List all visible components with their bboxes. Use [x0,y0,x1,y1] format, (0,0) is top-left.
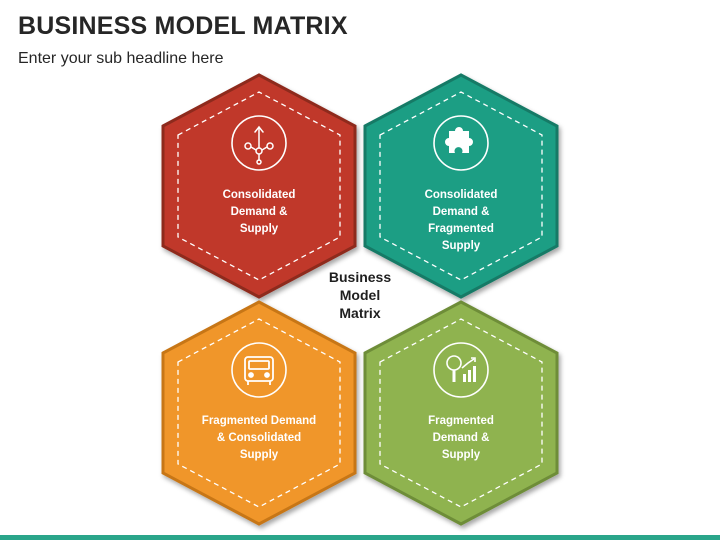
hexagon-shape [363,73,559,299]
hexagon-top-right [363,73,559,299]
center-label-line: Business [328,269,392,285]
center-label: Business Model Matrix [310,268,410,322]
hexagon-top-right-label: Consolidated Demand & Fragmented Supply [401,187,521,255]
bottom-accent-bar [0,535,720,540]
icon-circle [433,342,489,398]
hexagon-bottom-left-label: Fragmented Demand & Consolidated Supply [194,413,324,464]
label-line: & Consolidated [216,432,302,444]
hexagon-top-left [161,73,357,299]
label-line: Demand & [432,206,490,218]
page-subtitle: Enter your sub headline here [18,50,224,67]
label-line: Supply [441,449,481,461]
hexagon-bottom-left [161,300,357,526]
hexagon-bottom-right-label: Fragmented Demand & Supply [401,413,521,464]
hexagon-shape [161,300,357,526]
hexagon-top-left-label: Consolidated Demand & Supply [199,187,319,238]
icon-circle [231,115,287,171]
center-label-line: Matrix [339,305,381,321]
hexagon-dashed-border [379,91,543,281]
center-label-line: Model [339,287,381,303]
label-line: Consolidated [424,189,498,201]
hexagon-shape [363,300,559,526]
hexagon-dashed-border [177,91,341,281]
page-title: BUSINESS MODEL MATRIX [18,12,348,40]
label-line: Consolidated [222,189,296,201]
truck-icon [244,356,274,385]
hexagon-dashed-border [379,318,543,508]
label-line: Fragmented Demand [201,415,317,427]
icon-circle [433,115,489,171]
search-growth-chart-icon [446,355,476,382]
label-line: Fragmented [428,415,494,427]
label-line: Supply [239,449,279,461]
label-line: Supply [441,240,481,252]
puzzle-piece-icon [445,127,473,153]
label-line: Demand & [230,206,288,218]
hexagon-dashed-border [177,318,341,508]
label-line: Supply [239,223,279,235]
distribution-arrows-icon [244,125,274,165]
hexagon-shape [161,73,357,299]
label-line: Fragmented [428,223,494,235]
icon-circle [231,342,287,398]
label-line: Demand & [432,432,490,444]
hexagon-bottom-right [363,300,559,526]
